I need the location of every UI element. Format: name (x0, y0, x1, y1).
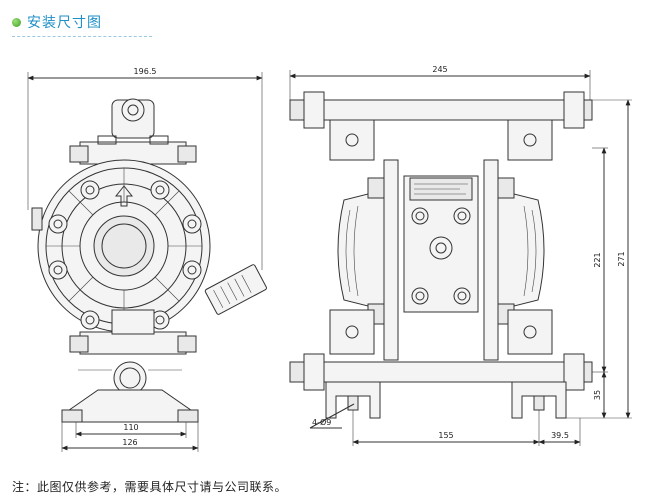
header-divider (12, 36, 152, 37)
side-height-overall-dim: 271 (617, 251, 626, 266)
front-base-dim: 126 (122, 438, 137, 447)
side-height-inner-dim: 221 (593, 252, 602, 267)
side-hole-dim: 4-Ø9 (312, 417, 331, 427)
front-width-dim: 196.5 (134, 67, 157, 76)
bullet-icon (12, 17, 21, 27)
side-view: 245 (289, 65, 632, 446)
side-base-height-dim: 35 (593, 390, 602, 400)
side-width-dim: 245 (432, 65, 447, 74)
front-view: 196.5 (27, 67, 267, 452)
front-bolt-dim: 110 (123, 423, 138, 432)
side-foot-spacing-dim: 155 (438, 431, 453, 440)
section-header: 安装尺寸图 (12, 12, 102, 32)
footer-note: 注：此图仅供参考，需要具体尺寸请与公司联系。 (12, 480, 288, 494)
section-title: 安装尺寸图 (27, 15, 102, 31)
side-foot-offset-dim: 39.5 (551, 431, 569, 440)
